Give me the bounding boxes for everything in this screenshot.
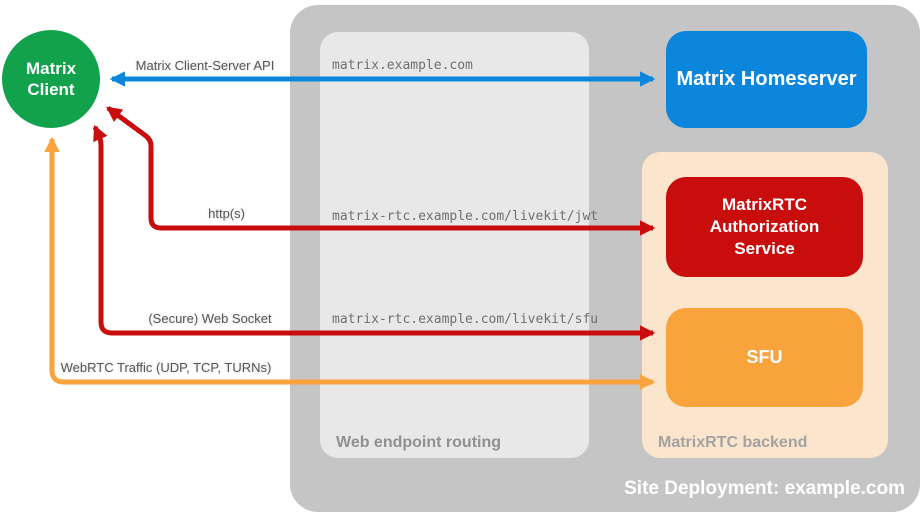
node-matrixrtc-authorization-service: MatrixRTC Authorization Service xyxy=(666,177,863,277)
matrix-homeserver-label: Matrix Homeserver xyxy=(676,68,857,90)
sfu-label: SFU xyxy=(746,347,783,367)
node-sfu: SFU xyxy=(666,308,863,407)
endpoint-livekit-jwt: matrix-rtc.example.com/livekit/jwt xyxy=(332,209,599,224)
auth-service-label: MatrixRTC Authorization Service xyxy=(709,194,820,259)
node-matrix-homeserver: Matrix Homeserver xyxy=(666,31,867,128)
web-endpoint-routing-container xyxy=(320,32,589,458)
endpoint-matrix-example-com: matrix.example.com xyxy=(332,58,473,73)
edge-label-websocket: (Secure) Web Socket xyxy=(148,311,272,326)
node-matrix-client: Matrix Client xyxy=(2,30,100,128)
endpoint-livekit-sfu: matrix-rtc.example.com/livekit/sfu xyxy=(332,312,599,327)
site-deployment-label: Site Deployment: example.com xyxy=(624,478,905,499)
edge-label-http: http(s) xyxy=(208,206,245,221)
matrix-client-label: Matrix Client xyxy=(25,58,77,99)
routing-container-label: Web endpoint routing xyxy=(336,434,502,451)
edge-label-webrtc: WebRTC Traffic (UDP, TCP, TURNs) xyxy=(60,360,272,375)
edge-label-client-server-api: Matrix Client-Server API xyxy=(135,58,275,73)
backend-container-label: MatrixRTC backend xyxy=(658,434,808,451)
